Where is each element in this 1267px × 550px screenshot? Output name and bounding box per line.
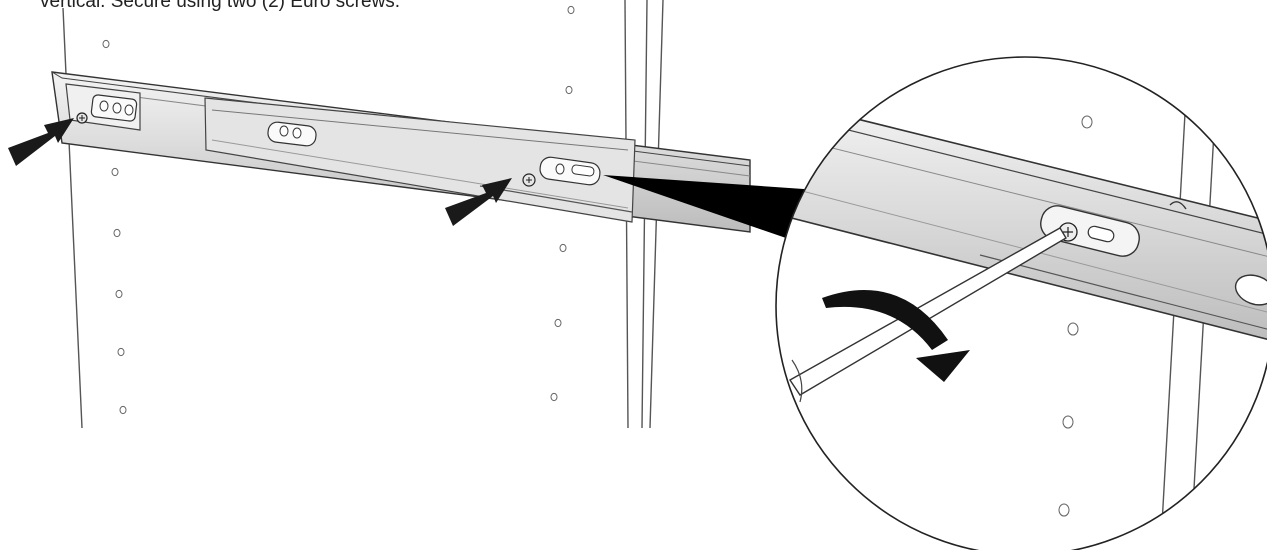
arrow-middle-screw-icon [445,178,512,226]
drawer-slide-rail [51,71,751,233]
euro-screw-rear [76,112,88,124]
screwdriver-icon [788,227,1067,403]
shelf-pin-holes [102,5,575,415]
instruction-caption: vertical. Secure using two (2) Euro scre… [40,0,401,12]
cabinet-vertical-panel [62,0,664,429]
arrow-left-screw-icon [8,118,74,166]
callout-beam [603,175,818,238]
euro-screw-front [522,173,536,187]
clockwise-rotation-arrow-icon [822,290,970,382]
zoom-detail [775,56,1267,550]
